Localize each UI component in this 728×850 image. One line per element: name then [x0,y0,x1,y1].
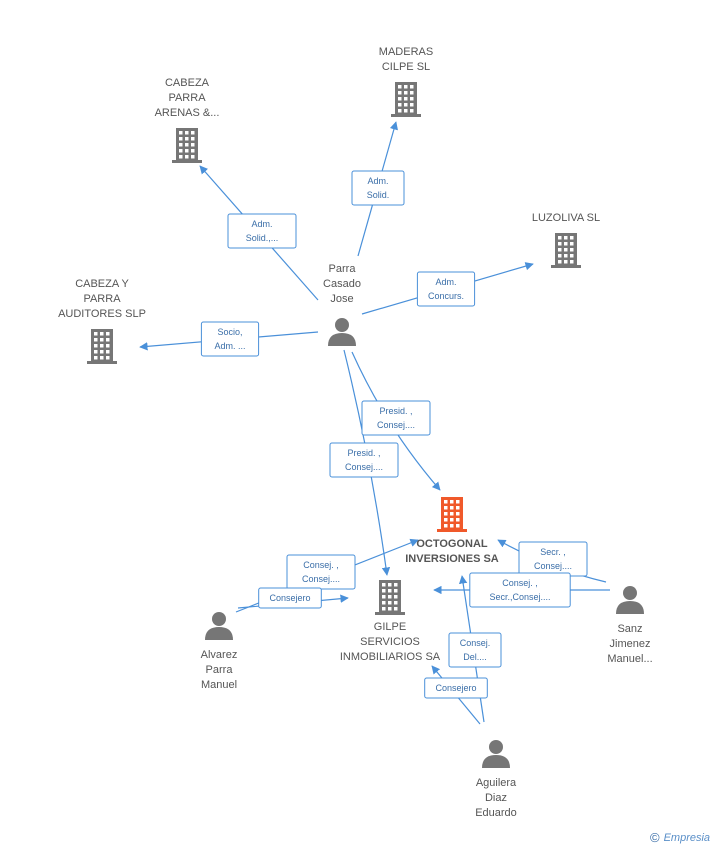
node-label: INVERSIONES SA [405,553,499,565]
node-label: Aguilera [476,777,517,789]
edge-label-text: Concurs. [428,291,464,301]
edge-label-text: Adm. [251,219,272,229]
edge-label-parra-to-cabeza_parra_arenas[interactable]: Adm. Solid.,... [227,213,297,249]
node-label: INMOBILIARIOS SA [340,651,441,663]
node-label: CABEZA [165,77,210,89]
edge-label-text: Adm. [367,176,388,186]
brand-footer[interactable]: © Empresia [650,830,710,845]
node-label: Jimenez [610,638,651,650]
edge-label-parra-to-octogonal[interactable]: Presid. , Consej.... [361,400,431,436]
person-icon [482,740,510,768]
node-label: CILPE SL [382,61,430,73]
edge-label-text: Consej. , [303,560,339,570]
edge-label-box [200,321,260,357]
edge-label-text: Adm. [435,277,456,287]
edge-label-text: Consej. [460,638,491,648]
edge-label-text: Consejero [435,683,476,693]
node-label: GILPE [374,621,406,633]
edge-label-sanz-to-gilpe[interactable]: Consej. , Secr.,Consej.... [469,572,571,608]
building-icon [87,329,117,364]
edge-label-text: Presid. , [379,406,412,416]
edge-label-text: Secr.,Consej.... [489,592,550,602]
brand-logo: Empresia [663,831,711,844]
node-label: CABEZA Y [75,278,129,290]
edge-label-text: Solid. [367,190,390,200]
building-icon [391,82,421,117]
building-icon [172,128,202,163]
edge-label-text: Adm. ... [214,341,245,351]
building-icon [551,233,581,268]
edge-label-text: Consej.... [345,462,383,472]
edge-label-text: Secr. , [540,547,566,557]
edge-label-box [416,271,476,307]
node-label: Manuel... [607,653,652,665]
edge-label-aguilera-to-octogonal[interactable]: Consej. Del.... [448,632,502,668]
edge-label-text: Consej.... [534,561,572,571]
edge-label-aguilera-to-gilpe[interactable]: Consejero [424,677,488,699]
node-label: Casado [323,278,361,290]
node-cabeza_parra_arenas[interactable]: CABEZA PARRA ARENAS &... [155,77,220,163]
building-icon [437,497,467,532]
edge-label-box [424,677,488,699]
node-label: SERVICIOS [360,636,420,648]
node-label: LUZOLIVA SL [532,212,600,224]
edge-label-alvarez-to-octogonal[interactable]: Consej. , Consej.... [286,554,356,590]
edge-label-text: Consej. , [502,578,538,588]
node-label: PARRA [168,92,206,104]
node-gilpe[interactable]: GILPE SERVICIOS INMOBILIARIOS SA [340,580,441,663]
edge-label-box [351,170,405,206]
edge-label-text: Presid. , [347,448,380,458]
edge-label-parra-to-cabeza_y_parra[interactable]: Socio, Adm. ... [200,321,260,357]
edge-label-alvarez-to-gilpe[interactable]: Consejero [258,587,322,609]
edge-label-sanz-to-octogonal[interactable]: Secr. , Consej.... [518,541,588,577]
edge-label-parra-to-maderas[interactable]: Adm. Solid. [351,170,405,206]
node-label: AUDITORES SLP [58,308,146,320]
edge-label-box [258,587,322,609]
node-label: Parra [329,263,357,275]
copyright-icon: © [650,830,660,845]
node-label: ARENAS &... [155,107,220,119]
edge-label-box [227,213,297,249]
node-cabeza_y_parra[interactable]: CABEZA Y PARRA AUDITORES SLP [58,278,146,364]
edge-label-text: Consej.... [302,574,340,584]
edge-label-box [448,632,502,668]
edge-label-box [361,400,431,436]
person-icon [328,318,356,346]
person-icon [205,612,233,640]
edge-label-parra-to-luzoliva[interactable]: Adm. Concurs. [416,271,476,307]
node-sanz[interactable]: SanzJimenezManuel... [607,586,653,665]
node-label: PARRA [83,293,121,305]
node-luzoliva[interactable]: LUZOLIVA SL [532,212,600,268]
node-label: Alvarez [201,649,238,661]
node-label: MADERAS [379,46,433,58]
edge-label-parra-to-gilpe[interactable]: Presid. , Consej.... [329,442,399,478]
node-label: Diaz [485,792,507,804]
edge-labels-layer: Adm. Solid. Adm. Solid.,... Adm. Concurs. Soci… [200,170,588,699]
edge-label-text: Consej.... [377,420,415,430]
edge-label-text: Del.... [463,652,487,662]
edge-label-box [329,442,399,478]
node-label: Manuel [201,679,237,691]
node-label: Sanz [617,623,642,635]
edge-label-box [469,572,571,608]
node-maderas[interactable]: MADERAS CILPE SL [379,46,433,117]
node-label: OCTOGONAL [416,538,488,550]
node-label: Parra [206,664,234,676]
node-octogonal[interactable]: OCTOGONAL INVERSIONES SA [405,497,499,565]
edge-label-text: Socio, [217,327,242,337]
person-icon [616,586,644,614]
node-label: Eduardo [475,807,517,819]
edge-label-text: Solid.,... [246,233,279,243]
node-label: Jose [330,293,353,305]
edge-label-text: Consejero [269,593,310,603]
building-icon [375,580,405,615]
